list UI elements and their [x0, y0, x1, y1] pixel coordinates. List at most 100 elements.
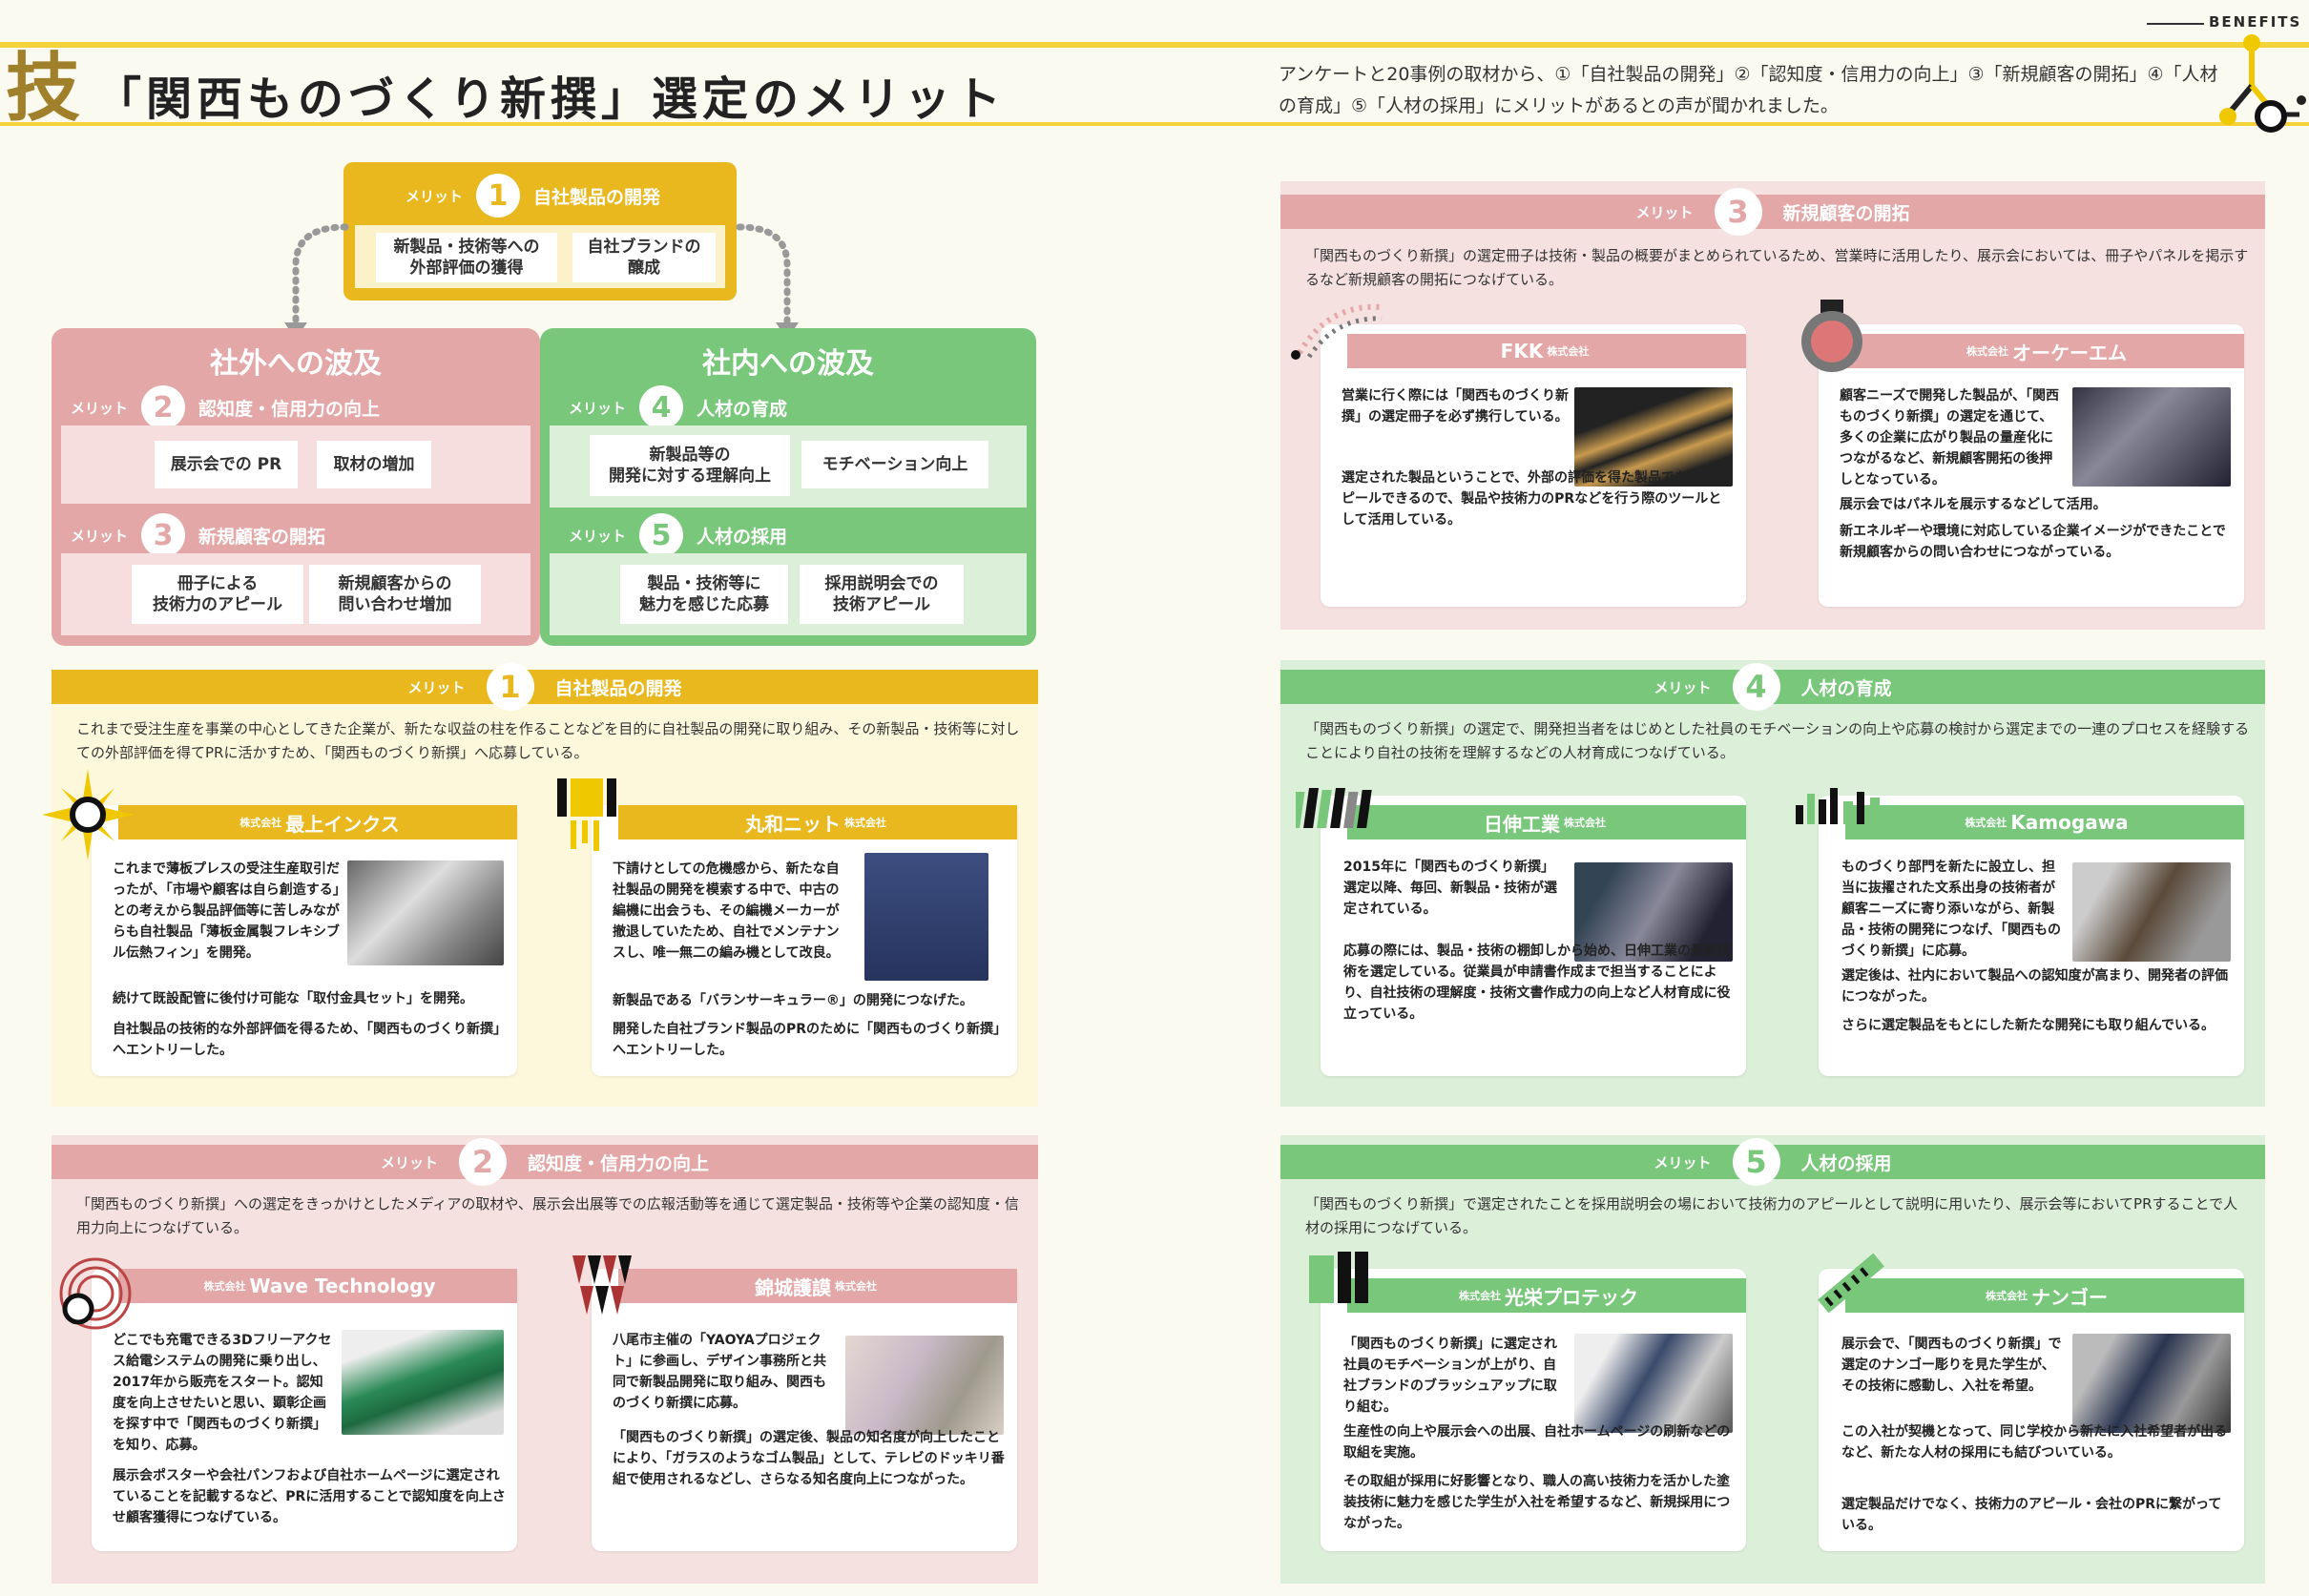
header-bottom-rule	[0, 122, 2309, 126]
diagram-box-coverage: 取材の増加	[317, 441, 431, 488]
card-paragraph: 続けて既設配管に後付け可能な「取付金具セット」を開発。	[113, 991, 473, 1006]
diagram-merit1-box: メリット 1 自社製品の開発 新製品・技術等への 外部評価の獲得 自社ブランドの…	[343, 162, 737, 301]
merit-title: 人材の採用	[1800, 1152, 1892, 1174]
company-card-nisshin: 日伸工業株式会社 2015年に「関西ものづくり新撰」選定以降、毎回、新製品・技術…	[1321, 796, 1746, 1076]
diagram-box-external-eval: 新製品・技術等への 外部評価の獲得	[376, 233, 557, 282]
card-paragraph: 八尾市主催の「YAOYAプロジェクト」に参画し、デザイン事務所と共同で新製品開発…	[613, 1333, 826, 1411]
striped-block-icon	[557, 778, 616, 851]
merit-label: メリット	[406, 187, 464, 205]
valve-icon	[1801, 300, 1862, 372]
card-paragraph: 顧客ニーズで開発した製品が、「関西ものづくり新撰」の選定を通じて、多くの企業に広…	[1840, 388, 2060, 487]
merit-title: 新規顧客の開拓	[1782, 202, 1910, 224]
merit-label: メリット	[1654, 1153, 1712, 1171]
merit-number: 5	[1732, 1138, 1780, 1186]
section-description: 「関西ものづくり新撰」の選定冊子は技術・製品の概要がまとめられているため、営業時…	[1305, 247, 2249, 288]
company-name: オーケーエム	[2012, 341, 2127, 364]
merit-number: 4	[639, 385, 684, 429]
product-photo	[845, 1336, 1004, 1435]
merit-label: メリット	[1635, 203, 1694, 221]
merit-title: 人材の育成	[1800, 677, 1892, 699]
company-suffix: 株式会社	[835, 1280, 877, 1293]
outside-heading: 社外への波及	[210, 347, 382, 381]
dotted-arc-icon	[1291, 303, 1383, 360]
company-prefix: 株式会社	[1965, 817, 2007, 829]
inside-heading: 社内への波及	[702, 347, 874, 381]
card-paragraph: 選定製品だけでなく、技術力のアピール・会社のPRに繋がっている。	[1841, 1497, 2222, 1533]
merit-title: 自社製品の開発	[533, 186, 661, 208]
merit-number: 4	[1732, 663, 1780, 711]
card-paragraph: ものづくり部門を新たに設立し、担当に抜擢された文系出身の技術者が顧客ニーズに寄り…	[1841, 860, 2062, 959]
diagram-box-booklet: 冊子による 技術力のアピール	[132, 565, 303, 624]
staff-photo	[1574, 862, 1733, 962]
intro-text: アンケートと20事例の取材から、①「自社製品の開発」②「認知度・信用力の向上」③…	[1279, 64, 2218, 116]
company-name: ナンゴー	[2031, 1285, 2108, 1309]
card-paragraph: 下請けとしての危機感から、新たな自社製品の開発を模索する中で、中古の編機に出会う…	[613, 861, 840, 961]
company-prefix: 株式会社	[239, 817, 282, 829]
product-photo	[864, 853, 988, 981]
diagram-box-motivation: モチベーション向上	[801, 441, 988, 488]
green-blocks-icon	[1796, 788, 1880, 824]
card-paragraph: この入社が契機となって、同じ学校から新たに入社希望者が出るなど、新たな人材の採用…	[1841, 1424, 2228, 1461]
merit-number: 2	[141, 385, 186, 429]
card-paragraph: 新製品である「バランサーキュラー®」の開発につなげた。	[613, 993, 973, 1008]
product-photo	[2072, 387, 2231, 487]
company-prefix: 株式会社	[1459, 1290, 1501, 1302]
card-paragraph: これまで薄板プレスの受注生産取引だったが、「市場や顧客は自ら創造する」との考えか…	[113, 861, 340, 961]
merit-title: 自社製品の開発	[554, 677, 682, 699]
merit-title: 人材の育成	[697, 398, 788, 420]
merit-label: メリット	[1654, 678, 1712, 696]
zigzag-icon	[572, 1255, 632, 1315]
product-photo	[342, 1330, 504, 1435]
card-paragraph: 展示会で、「関西ものづくり新撰」で選定のナンゴー彫りを見た学生が、その技術に感動…	[1841, 1337, 2062, 1394]
company-prefix: 株式会社	[1966, 345, 2008, 358]
company-name: 最上インクス	[285, 812, 400, 836]
company-card-okm: 株式会社オーケーエム 顧客ニーズで開発した製品が、「関西ものづくり新撰」の選定を…	[1819, 324, 2244, 607]
card-paragraph: どこでも充電できる3Dフリーアクセス給電システムの開発に乗り出し、2017年から…	[113, 1333, 332, 1453]
section-description: 「関西ものづくり新撰」で選定されたことを採用説明会の場において技術力のアピールと…	[1305, 1195, 2238, 1236]
green-bars-icon	[1296, 788, 1372, 828]
merit-number: 5	[639, 513, 684, 557]
company-card-koei: 株式会社光栄プロテック 「関西ものづくり新撰」に選定され社員のモチベーションが上…	[1321, 1269, 1746, 1551]
benefits-label: BENEFITS	[2209, 13, 2302, 31]
kanji-logo: 技	[6, 45, 81, 132]
merit-title: 人材の採用	[697, 526, 788, 548]
card-paragraph: さらに選定製品をもとにした新たな開発にも取り組んでいる。	[1841, 1018, 2215, 1033]
company-name: 錦城護謨	[755, 1275, 831, 1299]
benefits-rule	[2147, 23, 2204, 25]
company-suffix: 株式会社	[1547, 345, 1590, 358]
company-suffix: 株式会社	[844, 817, 886, 829]
company-suffix: 株式会社	[1564, 817, 1606, 829]
section-description: これまで受注生産を事業の中心としてきた企業が、新たな収益の柱を作ることなどを目的…	[76, 720, 1020, 761]
diagram-box-understanding: 新製品等の 開発に対する理解向上	[590, 435, 790, 496]
merit-label: メリット	[71, 399, 129, 417]
merit-label: メリット	[569, 527, 627, 545]
card-paragraph: 展示会ポスターや会社パンフおよび自社ホームページに選定されていることを記載するな…	[113, 1468, 506, 1525]
diagram-box-brand: 自社ブランドの 醸成	[572, 233, 716, 282]
merit-title: 認知度・信用力の向上	[198, 398, 381, 420]
section-description: 「関西ものづくり新撰」の選定で、開発担当者をはじめとした社員のモチベーションの向…	[1305, 720, 2250, 761]
company-card-mogami: 株式会社最上インクス これまで薄板プレスの受注生産取引だったが、「市場や顧客は自…	[92, 805, 517, 1076]
page-title: 「関西ものづくり新撰」選定のメリット	[95, 73, 1007, 126]
green-rect-icon	[1309, 1252, 1368, 1303]
merit-number: 1	[476, 174, 521, 218]
merit-number: 1	[486, 663, 534, 711]
merit-number: 3	[141, 513, 186, 557]
diagram-box-recruit-pr: 採用説明会での 技術アピール	[800, 565, 964, 624]
card-paragraph: 開発した自社ブランド製品のPRのために「関西ものづくり新撰」へエントリーした。	[613, 1022, 1001, 1058]
product-photo	[347, 860, 504, 965]
diagram-box-pr: 展示会での PR	[155, 441, 298, 488]
section-description: 「関西ものづくり新撰」への選定をきっかけとしたメディアの取材や、展示会出展等での…	[76, 1195, 1019, 1236]
company-prefix: 株式会社	[203, 1280, 246, 1293]
merit-label: メリット	[71, 527, 129, 545]
staff-photo	[2072, 1334, 2231, 1433]
card-paragraph: 応募の際には、製品・技術の棚卸しから始め、日伸工業の最新技術を選定している。従業…	[1343, 943, 1731, 1022]
company-name: 光栄プロテック	[1505, 1285, 1638, 1309]
company-name: 丸和ニット	[745, 812, 841, 836]
company-card-nango: 株式会社ナンゴー 展示会で、「関西ものづくり新撰」で選定のナンゴー彫りを見た学生…	[1819, 1269, 2244, 1551]
merit-number: 2	[459, 1138, 507, 1186]
card-paragraph: 新エネルギーや環境に対応している企業イメージができたことで新規顧客からの問い合わ…	[1840, 524, 2226, 560]
card-paragraph: 展示会ではパネルを展示するなどして活用。	[1840, 497, 2107, 512]
diagonal-stripe-icon	[1818, 1253, 1884, 1314]
